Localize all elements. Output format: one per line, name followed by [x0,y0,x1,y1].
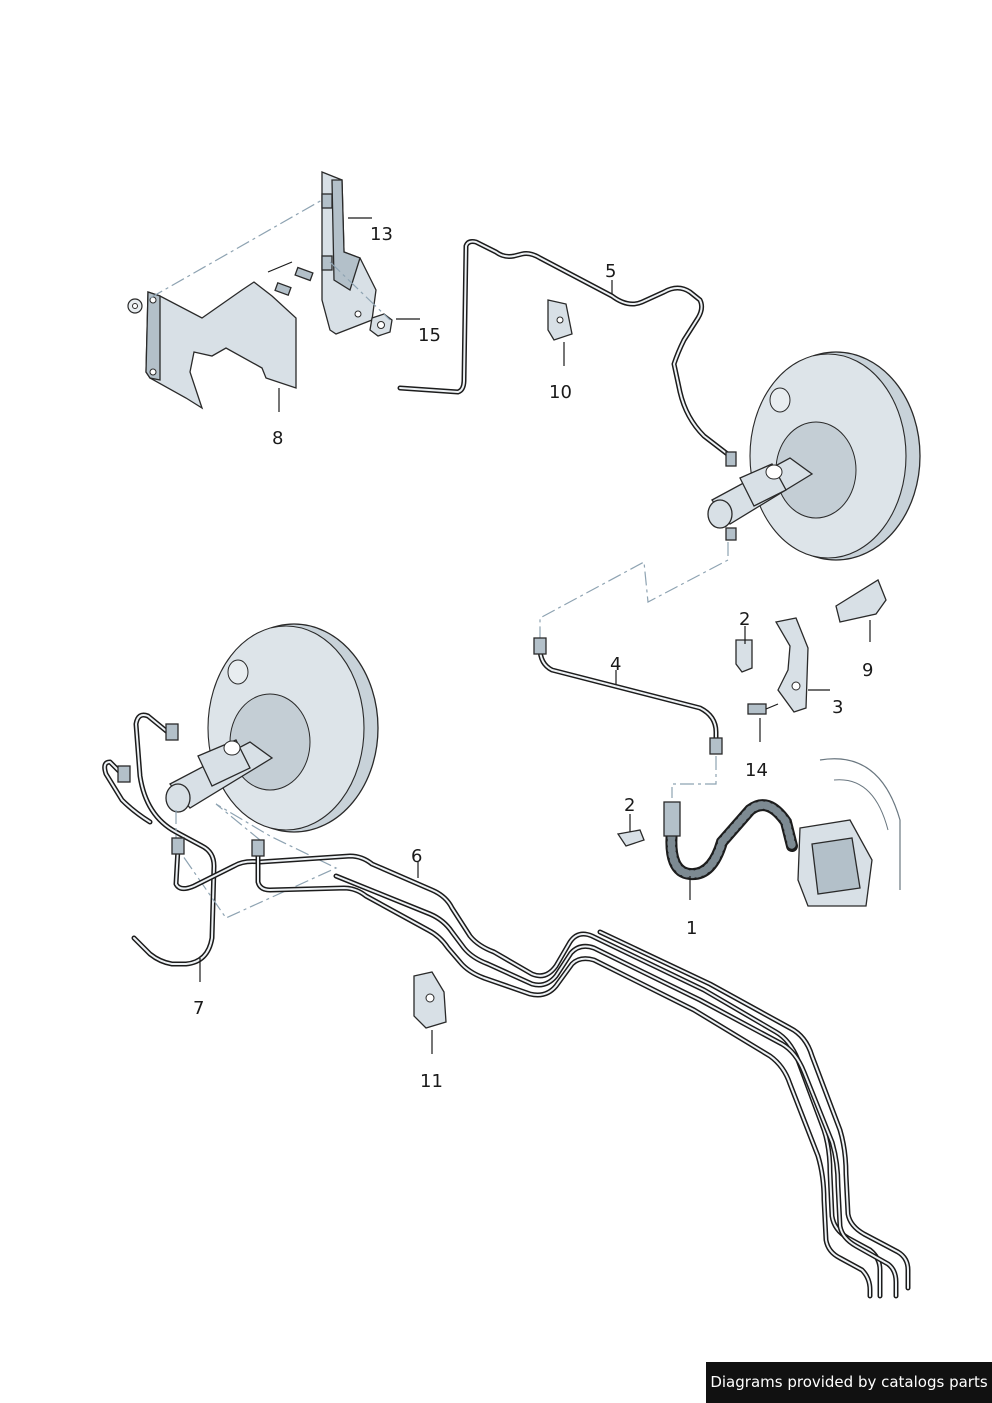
brake-booster-lower [165,623,379,833]
callout-6: 6 [411,846,422,867]
callout-2-upper: 2 [739,609,750,630]
nut [369,313,393,337]
brake-line-6 [171,837,911,1299]
callout-5: 5 [605,261,616,282]
callout-labels: 13 15 8 5 10 2 9 4 3 14 2 1 6 7 11 [193,224,873,1092]
bracket-9 [835,579,887,623]
callout-14: 14 [745,760,768,781]
mounting-plate [321,171,377,335]
callout-9: 9 [862,660,873,681]
callout-2-lower: 2 [624,795,635,816]
credit-banner: Diagrams provided by catalogs parts [706,1362,992,1403]
callout-4: 4 [610,654,621,675]
pipe-clip-11 [413,971,447,1029]
brake-line-5 [397,239,733,459]
stud-bolts [267,261,314,296]
callout-8: 8 [272,428,283,449]
callout-7: 7 [193,998,204,1019]
callout-13: 13 [370,224,393,245]
retaining-clip-lower [616,829,645,847]
pipe-clip-10 [547,299,573,341]
callout-1: 1 [686,918,697,939]
heat-shield-bracket [127,281,297,410]
brake-caliper [797,758,901,907]
leader-lines [199,217,871,1054]
callout-15: 15 [418,325,441,346]
retaining-clip-upper [735,639,753,673]
bolt-14 [747,703,779,715]
callout-11: 11 [420,1071,443,1092]
callout-10: 10 [549,382,572,403]
brake-line-7 [102,712,217,967]
hose-bracket [774,617,809,713]
brake-booster-upper [707,351,921,561]
brake-line-4 [533,637,723,755]
brake-hose [663,799,798,881]
callout-3: 3 [832,697,843,718]
